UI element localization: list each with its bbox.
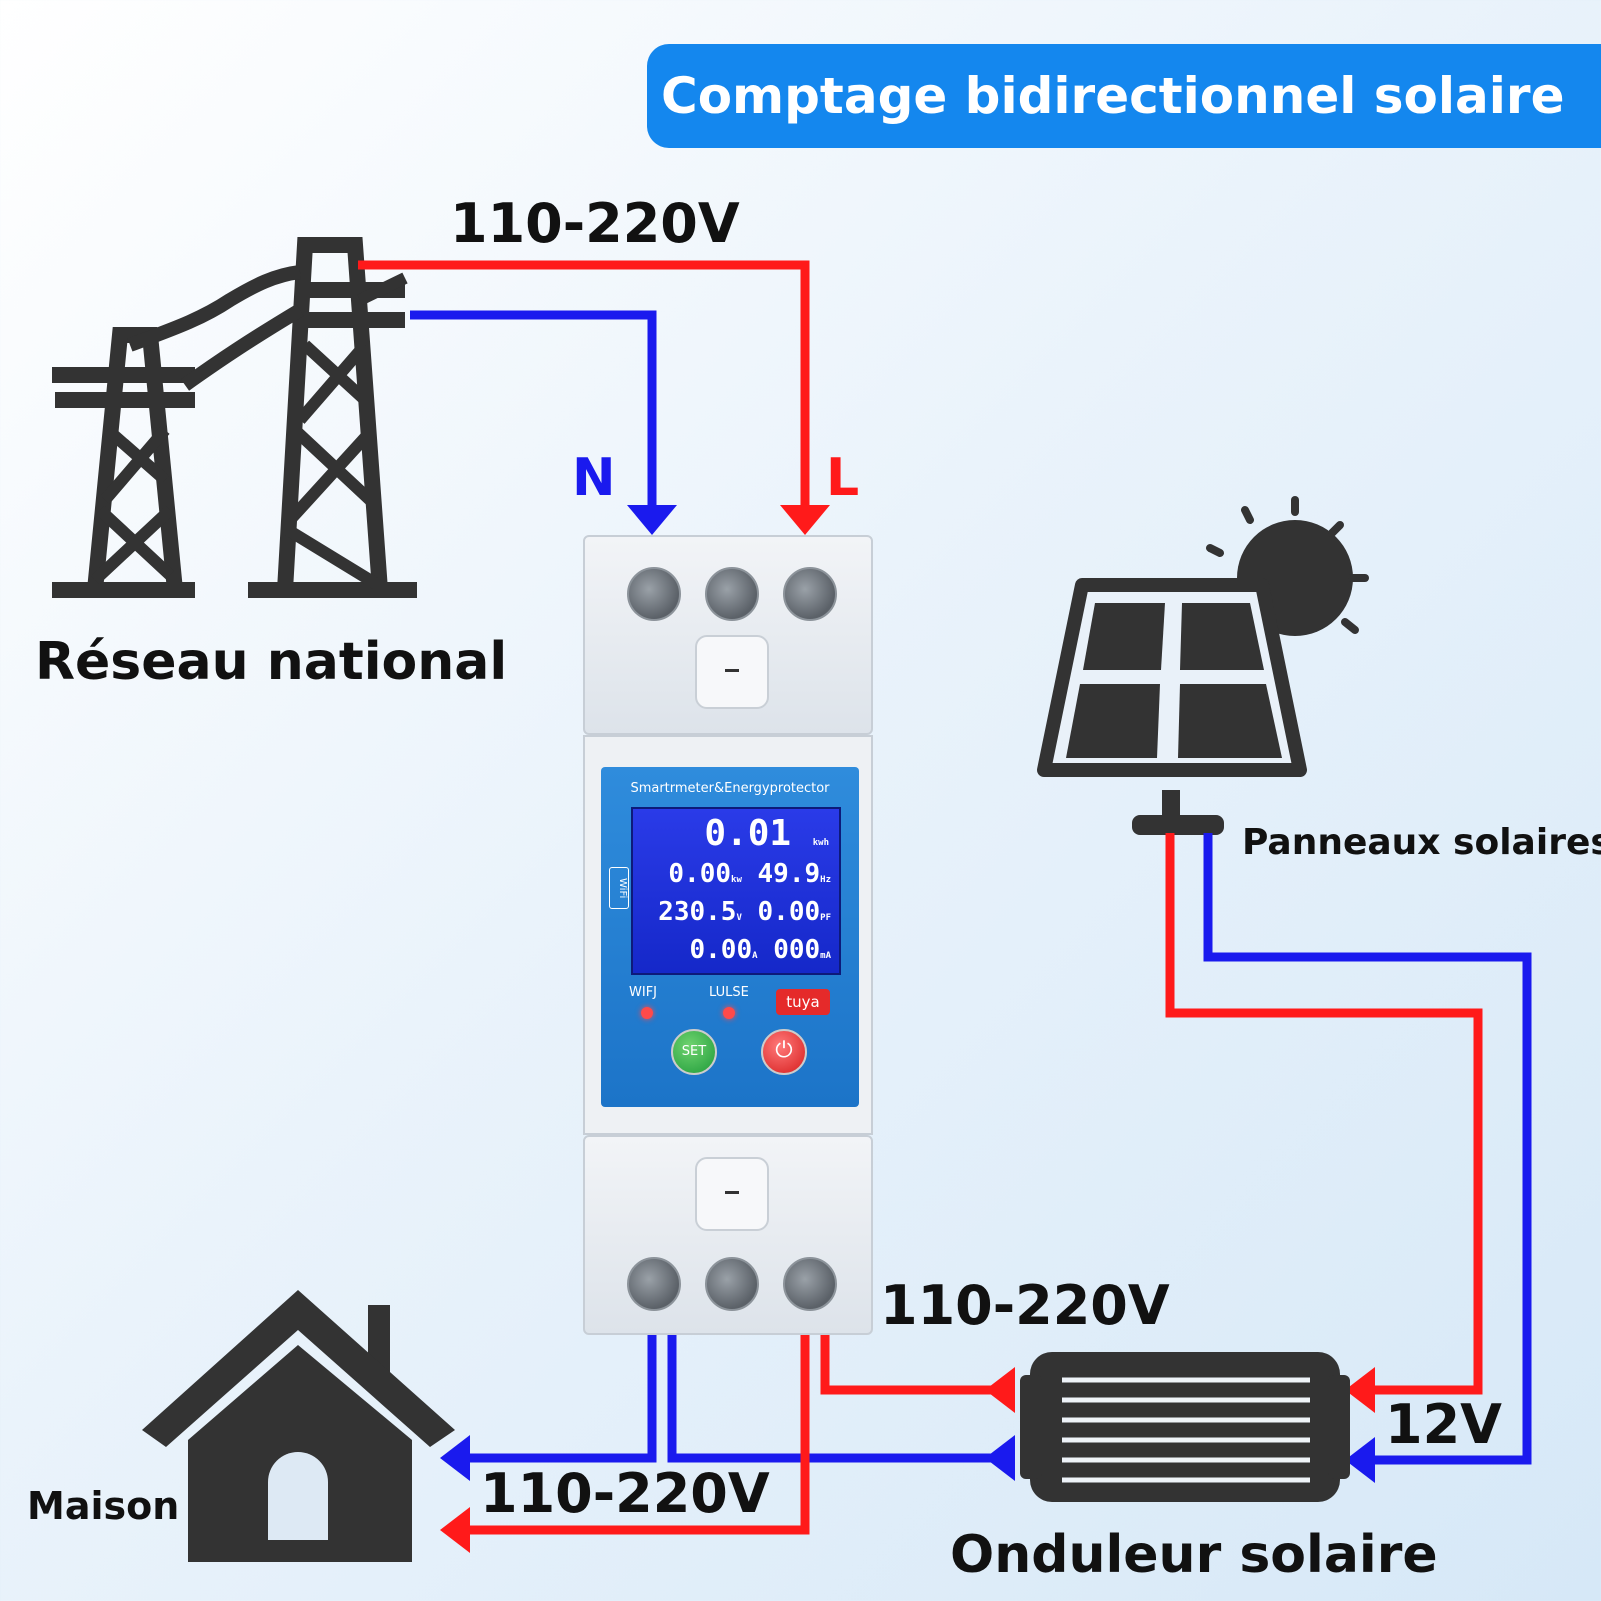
meter-brand-text: Smartrmeter&Energyprotector bbox=[630, 781, 830, 796]
dc-voltage-label: 12V bbox=[1385, 1393, 1502, 1456]
wifi-led-label: WIFJ bbox=[629, 985, 657, 1000]
wifi-led bbox=[641, 1007, 653, 1019]
title-banner: Comptage bidirectionnel solaire bbox=[647, 44, 1601, 148]
house-live-wire bbox=[450, 1335, 810, 1535]
grid-voltage-label: 110-220V bbox=[450, 192, 740, 255]
terminal-screw-icon bbox=[705, 1257, 759, 1311]
meter-face: Smartrmeter&Energyprotector WiFi 0.01 kw… bbox=[601, 767, 859, 1107]
meter-lcd-display: 0.01 kwh 0.00kw 49.9Hz 230.5V 0.00PF 0.0… bbox=[631, 807, 841, 975]
wifi-tag: WiFi bbox=[609, 867, 629, 909]
inverter-live-arrow bbox=[985, 1367, 1015, 1413]
din-clip bbox=[695, 635, 769, 709]
house-live-arrow bbox=[440, 1507, 470, 1553]
inverter-label: Onduleur solaire bbox=[950, 1525, 1438, 1585]
inverter-neutral-wire bbox=[667, 1335, 1000, 1463]
house-label: Maison bbox=[27, 1484, 180, 1528]
grid-live-wire bbox=[358, 260, 810, 520]
leakage-unit: mA bbox=[820, 951, 831, 961]
meter-bottom-terminals bbox=[583, 1135, 873, 1335]
house-neutral-arrow bbox=[440, 1435, 470, 1481]
power-reading: 0.00 bbox=[668, 859, 732, 889]
house-voltage-label: 110-220V bbox=[480, 1462, 770, 1525]
frequency-reading: 49.9 bbox=[757, 859, 821, 889]
pulse-led-label: LULSE bbox=[709, 985, 749, 1000]
tuya-logo: tuya bbox=[776, 989, 830, 1015]
solar-panel-icon bbox=[1037, 496, 1369, 835]
current-unit: A bbox=[752, 951, 758, 961]
current-reading: 0.00 bbox=[689, 935, 753, 965]
house-icon bbox=[142, 1290, 455, 1562]
terminal-screw-icon bbox=[627, 567, 681, 621]
power-unit: kw bbox=[731, 875, 742, 885]
power-button[interactable]: ⏻ bbox=[761, 1029, 807, 1075]
inverter-icon bbox=[1020, 1352, 1350, 1502]
solar-panels-label: Panneaux solaires bbox=[1242, 822, 1601, 863]
energy-reading: 0.01 bbox=[704, 813, 792, 854]
power-factor-reading: 0.00 bbox=[757, 897, 821, 927]
grid-label: Réseau national bbox=[35, 632, 508, 692]
dc-negative-arrow bbox=[1345, 1437, 1375, 1483]
terminal-screw-icon bbox=[783, 567, 837, 621]
grid-neutral-wire bbox=[410, 310, 657, 520]
neutral-arrow bbox=[627, 505, 677, 535]
house-neutral-wire bbox=[450, 1335, 657, 1463]
dc-negative-wire bbox=[1203, 833, 1532, 1465]
power-pylon-icon bbox=[52, 237, 417, 598]
power-factor-unit: PF bbox=[820, 913, 831, 923]
meter-body: Smartrmeter&Energyprotector WiFi 0.01 kw… bbox=[583, 735, 873, 1135]
din-clip bbox=[695, 1157, 769, 1231]
voltage-reading: 230.5 bbox=[658, 897, 737, 927]
inverter-neutral-arrow bbox=[985, 1435, 1015, 1481]
dc-positive-arrow bbox=[1345, 1367, 1375, 1413]
page-title: Comptage bidirectionnel solaire bbox=[661, 67, 1565, 125]
inverter-voltage-label: 110-220V bbox=[880, 1274, 1170, 1337]
inverter-live-wire bbox=[820, 1335, 1000, 1395]
pulse-led bbox=[723, 1007, 735, 1019]
energy-unit: kwh bbox=[812, 838, 829, 848]
neutral-label: N bbox=[572, 448, 616, 508]
live-label: L bbox=[826, 448, 860, 508]
voltage-unit: V bbox=[736, 913, 742, 923]
dc-positive-wire bbox=[1165, 833, 1483, 1395]
set-button[interactable]: SET bbox=[671, 1029, 717, 1075]
terminal-screw-icon bbox=[783, 1257, 837, 1311]
terminal-screw-icon bbox=[627, 1257, 681, 1311]
smart-meter: Smartrmeter&Energyprotector WiFi 0.01 kw… bbox=[583, 535, 873, 1335]
frequency-unit: Hz bbox=[820, 875, 831, 885]
live-arrow bbox=[780, 505, 830, 535]
terminal-screw-icon bbox=[705, 567, 759, 621]
meter-top-terminals bbox=[583, 535, 873, 735]
leakage-reading: 000 bbox=[773, 935, 821, 965]
